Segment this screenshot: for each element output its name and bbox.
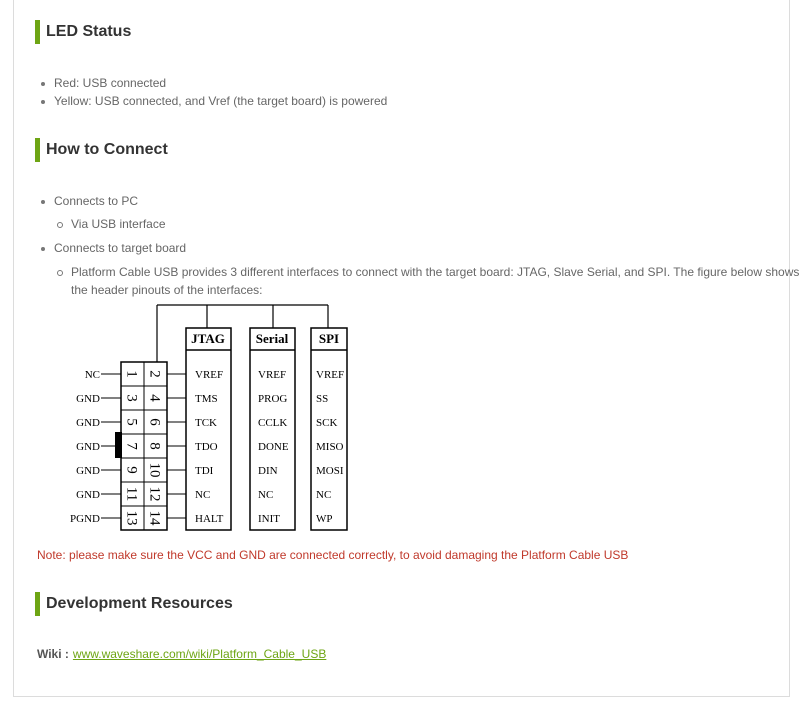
- even-pin-number: 12: [147, 487, 163, 502]
- left-signal-label: PGND: [70, 513, 100, 525]
- spi-signal: NC: [316, 489, 331, 501]
- heading-accent-bar: [35, 20, 40, 44]
- heading-accent-bar: [35, 592, 40, 616]
- development-heading: Development Resources: [35, 592, 233, 616]
- wiki-line: Wiki :www.waveshare.com/wiki/Platform_Ca…: [37, 647, 326, 661]
- jtag-signal: VREF: [195, 369, 223, 381]
- led-status-title: LED Status: [46, 23, 132, 40]
- left-signal-label: GND: [76, 489, 100, 501]
- serial-signal: DIN: [258, 465, 278, 477]
- led-item-red: Red: USB connected: [40, 76, 167, 90]
- even-pin-number: 6: [147, 418, 163, 426]
- connect-subitem-interfaces: Platform Cable USB provides 3 different …: [56, 265, 800, 279]
- odd-pin-number: 3: [124, 394, 140, 402]
- odd-pin-number: 5: [124, 418, 140, 426]
- spi-box: [310, 327, 348, 531]
- odd-pin-number: 11: [124, 487, 140, 501]
- led-status-heading: LED Status: [35, 20, 131, 44]
- serial-signal: NC: [258, 489, 273, 501]
- wiki-link[interactable]: www.waveshare.com/wiki/Platform_Cable_US…: [72, 647, 327, 661]
- serial-signal: INIT: [258, 513, 280, 525]
- serial-signal: CCLK: [258, 417, 287, 429]
- left-signal-label: GND: [76, 393, 100, 405]
- jtag-header: JTAG: [191, 331, 225, 346]
- serial-signal: PROG: [258, 393, 287, 405]
- led-item-yellow: Yellow: USB connected, and Vref (the tar…: [40, 94, 388, 108]
- spi-signal: WP: [316, 513, 333, 525]
- even-pin-number: 4: [147, 394, 163, 402]
- even-pin-number: 10: [147, 463, 163, 478]
- spi-signal: SS: [316, 393, 328, 405]
- spi-signal: SCK: [316, 417, 337, 429]
- jtag-signal: TMS: [195, 393, 218, 405]
- heading-accent-bar: [35, 138, 40, 162]
- left-signal-label: GND: [76, 465, 100, 477]
- jtag-signal: NC: [195, 489, 210, 501]
- jtag-box: [185, 327, 232, 531]
- jtag-signal: HALT: [195, 513, 224, 525]
- jtag-signal: TDO: [195, 441, 218, 453]
- even-pin-number: 14: [147, 511, 163, 527]
- spi-signal: MOSI: [316, 465, 344, 477]
- left-signal-label: GND: [76, 441, 100, 453]
- how-to-connect-title: How to Connect: [46, 141, 168, 158]
- odd-pin-number: 1: [124, 370, 140, 378]
- spi-signal: MISO: [316, 441, 344, 453]
- connector-key: [115, 432, 122, 458]
- left-signal-label: GND: [76, 417, 100, 429]
- odd-pin-number: 13: [124, 511, 140, 526]
- spi-signal: VREF: [316, 369, 344, 381]
- connect-subitem-usb: Via USB interface: [57, 217, 166, 231]
- spi-header: SPI: [319, 331, 339, 346]
- wiki-label: Wiki :: [37, 647, 69, 661]
- jtag-signal: TCK: [195, 417, 217, 429]
- jtag-signal: TDI: [195, 465, 214, 477]
- warning-note: Note: please make sure the VCC and GND a…: [37, 548, 629, 562]
- connect-item-pc: Connects to PC: [40, 194, 139, 208]
- connect-subitem-interfaces-cont: the header pinouts of the interfaces:: [71, 283, 263, 297]
- serial-signal: DONE: [258, 441, 289, 453]
- odd-pin-number: 9: [124, 466, 140, 474]
- content-panel: [13, 0, 790, 697]
- development-title: Development Resources: [46, 595, 233, 612]
- serial-box: [249, 327, 296, 531]
- left-signal-label: NC: [85, 369, 100, 381]
- odd-pin-number: 7: [124, 442, 140, 450]
- even-pin-number: 2: [147, 370, 163, 378]
- serial-signal: VREF: [258, 369, 286, 381]
- even-pin-number: 8: [147, 442, 163, 450]
- how-to-connect-heading: How to Connect: [35, 138, 168, 162]
- serial-header: Serial: [256, 331, 289, 346]
- connect-item-target: Connects to target board: [40, 241, 187, 255]
